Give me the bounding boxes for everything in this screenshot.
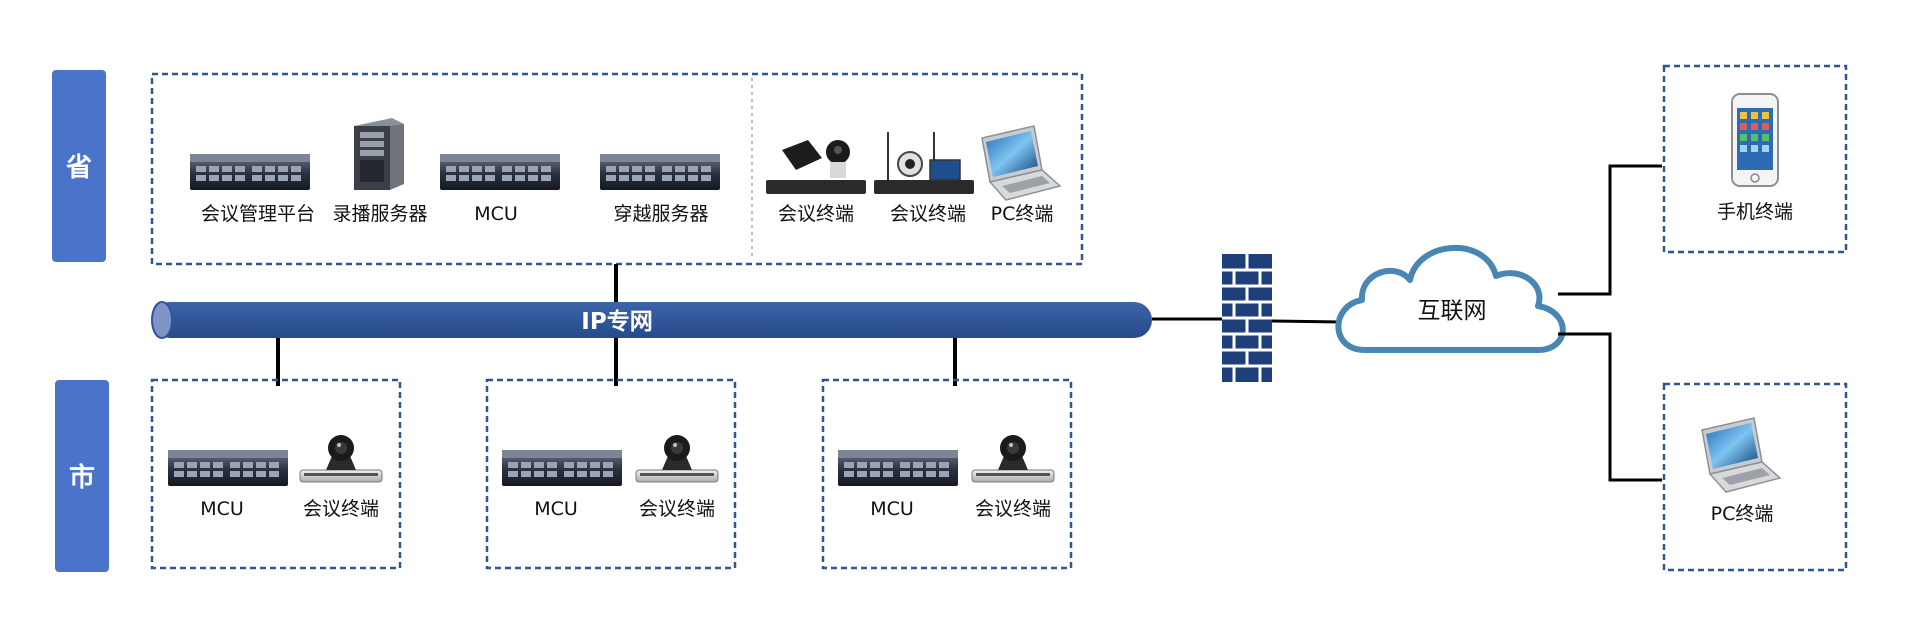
svg-text:手机终端: 手机终端 [1717,201,1793,223]
ip-network-pipe: IP专网 [151,301,1152,339]
province-terminal-2: 会议终端 [874,132,974,225]
device-conference-platform: 会议管理平台 [190,154,315,225]
conference-terminal: 会议终端 [635,434,719,520]
svg-text:会议终端: 会议终端 [303,498,379,520]
city-tier-label: 市 [55,380,109,572]
svg-text:MCU: MCU [534,498,578,520]
device-mcu-province: MCU [440,154,560,225]
conference-terminal: 会议终端 [971,434,1055,520]
city-group-2: MCU 会议终端 [485,378,737,570]
svg-text:PC终端: PC终端 [991,203,1054,225]
conference-terminal-icon [766,140,866,194]
smartphone-icon [1731,93,1779,187]
svg-text:PC终端: PC终端 [1711,503,1774,525]
conference-terminal: 会议终端 [299,434,383,520]
svg-text:录播服务器: 录播服务器 [332,203,427,225]
svg-text:MCU: MCU [474,203,518,225]
cloud-icon [1335,244,1566,353]
city-group-3: MCU 会议终端 [821,378,1073,570]
device-traversal-server: 穿越服务器 [600,154,720,225]
conference-terminal-icon [299,434,383,483]
city-group-1: MCU 会议终端 [150,378,402,570]
tower-server-icon [354,118,404,190]
link-cloud-mobile [1558,164,1662,296]
province-tier-label: 省 [52,70,106,262]
conference-terminal-icon [635,434,719,483]
svg-text:穿越服务器: 穿越服务器 [613,203,708,225]
svg-text:会议终端: 会议终端 [639,498,715,520]
conference-terminal-icon [971,434,1055,483]
province-terminal-1: 会议终端 [766,140,866,225]
svg-text:IP专网: IP专网 [581,308,652,335]
svg-text:会议管理平台: 会议管理平台 [201,203,315,225]
svg-text:互联网: 互联网 [1418,298,1487,324]
mcu-device: MCU [502,450,622,520]
svg-text:会议终端: 会议终端 [890,203,966,225]
pc-terminal-box [1662,382,1848,572]
svg-text:省: 省 [65,153,92,183]
mcu-device: MCU [168,450,288,520]
conference-terminal-icon [874,132,974,194]
link-cloud-pc [1558,332,1662,482]
firewall-icon [1222,254,1272,382]
laptop-icon [1701,417,1781,493]
internet-cloud: 互联网 [1335,244,1566,353]
province-terminal-pc: PC终端 [981,125,1061,225]
svg-text:会议终端: 会议终端 [778,203,854,225]
svg-text:市: 市 [69,462,95,493]
laptop-icon [981,125,1061,201]
mobile-terminal-box [1662,64,1848,254]
mcu-device: MCU [838,450,958,520]
mobile-terminal: 手机终端 [1717,93,1793,223]
pc-terminal-remote: PC终端 [1701,417,1781,525]
svg-text:MCU: MCU [870,498,914,520]
svg-text:会议终端: 会议终端 [975,498,1051,520]
link-firewall-cloud [1271,319,1343,324]
device-recording-server: 录播服务器 [332,118,428,225]
svg-text:MCU: MCU [200,498,244,520]
